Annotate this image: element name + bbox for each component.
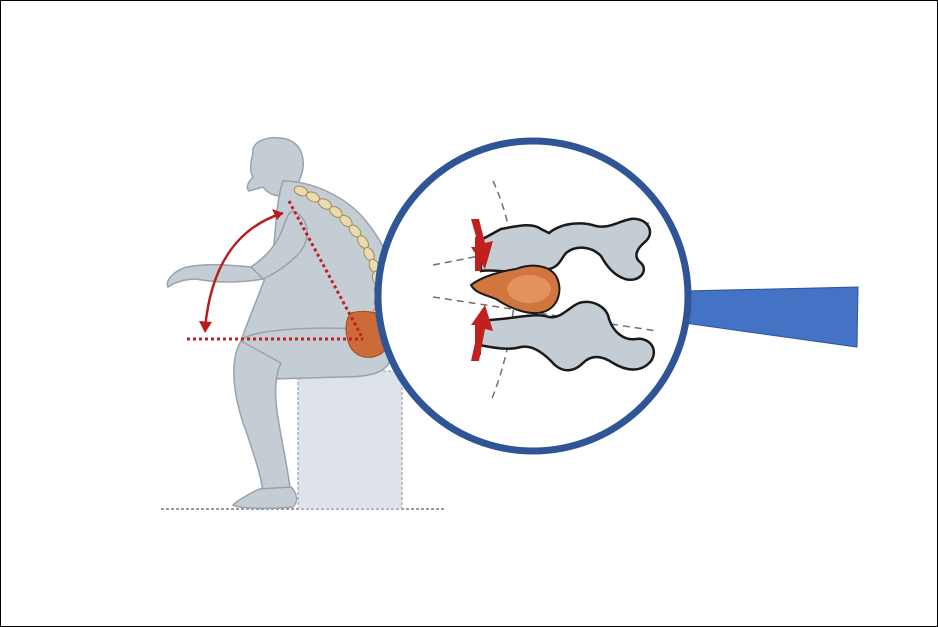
stool [298, 371, 402, 509]
forearm [167, 265, 263, 287]
foot [233, 487, 297, 508]
magnifier-pointer [684, 287, 858, 347]
arrowhead-down [199, 321, 212, 333]
disc-highlight [507, 275, 551, 303]
